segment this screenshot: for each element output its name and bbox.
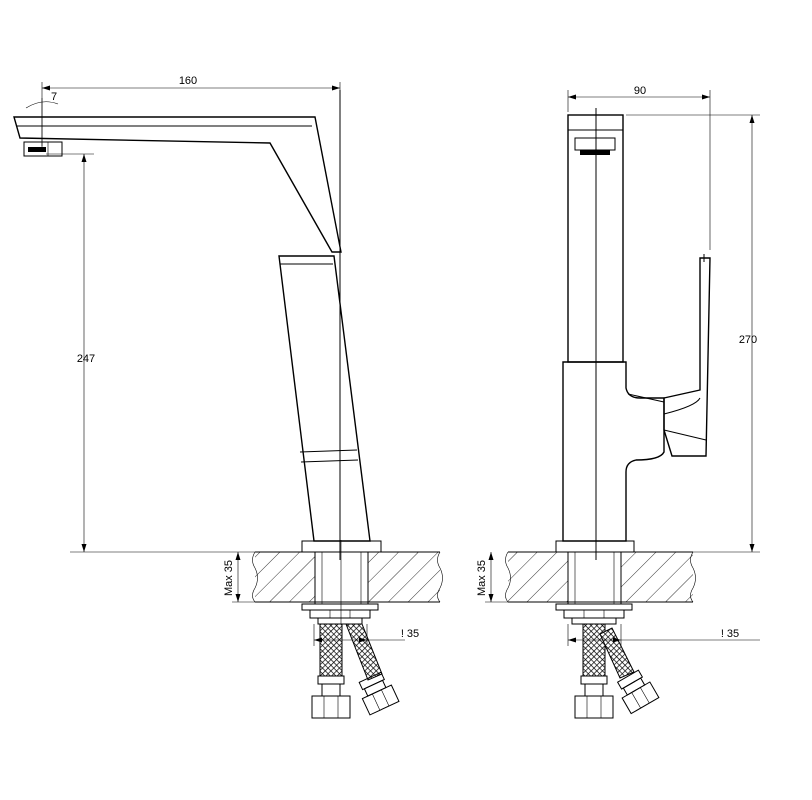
side-faucet-body	[13, 90, 371, 560]
side-height-label: 247	[77, 353, 95, 365]
side-view: 160 247 7 Max 35 ! 35	[13, 75, 443, 719]
front-width-label: 90	[634, 85, 646, 97]
front-view: 90 270 Max 35 ! 35	[476, 85, 760, 719]
side-angle-label: 7	[51, 91, 57, 103]
front-height-label: 270	[739, 334, 757, 346]
side-aerator	[23, 141, 63, 157]
front-shank	[567, 551, 622, 605]
front-faucet-body	[562, 108, 665, 560]
front-hole-label: ! 35	[721, 628, 739, 640]
front-hoses	[574, 623, 660, 719]
side-base-collar	[301, 540, 382, 553]
side-countertop	[252, 551, 443, 603]
side-hoses	[311, 623, 400, 719]
front-lever-handle	[627, 254, 711, 457]
side-width-label: 160	[179, 75, 197, 87]
side-max-label: Max 35	[223, 560, 235, 596]
side-dimensions	[25, 82, 405, 646]
side-hole-label: ! 35	[401, 628, 419, 640]
front-dimensions	[485, 90, 760, 646]
front-max-label: Max 35	[476, 560, 488, 596]
front-countertop	[505, 551, 696, 603]
front-base-collar	[555, 540, 635, 553]
front-mounting-nut	[555, 603, 633, 625]
side-mounting-nut	[301, 603, 379, 625]
